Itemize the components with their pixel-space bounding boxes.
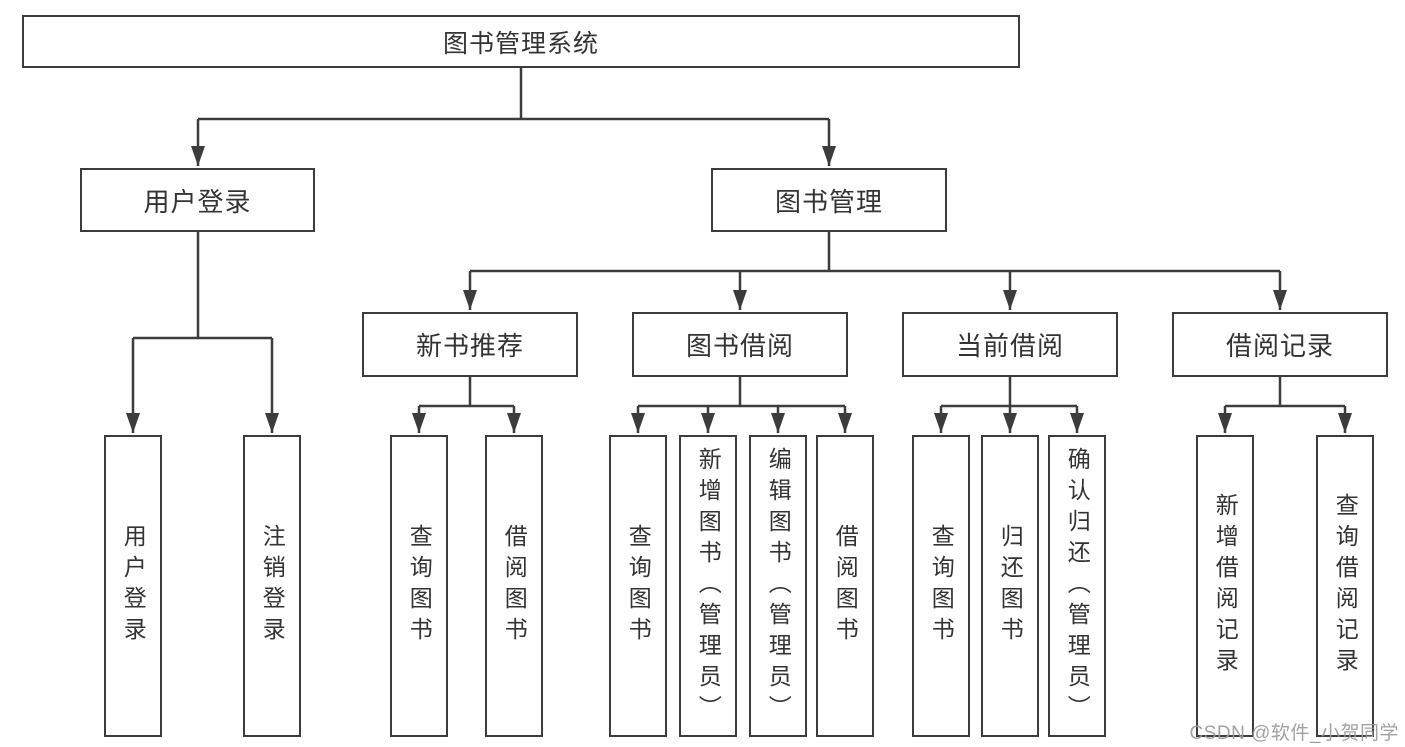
leaf-label: 查询借阅记录: [1332, 493, 1359, 679]
node-label: 图书管理系统: [442, 29, 599, 58]
node-user-login: 用户登录: [80, 168, 315, 232]
leaf-query-borrow-record: 查询借阅记录: [1316, 435, 1374, 737]
node-label: 新书推荐: [415, 331, 524, 361]
leaf-logout: 注销登录: [243, 435, 301, 737]
leaf-borrow-books-recommend: 借阅图书: [485, 435, 543, 737]
node-label: 借阅记录: [1225, 331, 1334, 361]
node-label: 图书管理: [774, 186, 883, 217]
leaf-label: 编辑图书（管理员）: [765, 446, 792, 726]
leaf-label: 用户登录: [120, 524, 147, 648]
leaf-label: 新增借阅记录: [1212, 493, 1239, 679]
node-borrow-records: 借阅记录: [1172, 312, 1388, 377]
node-book-borrow: 图书借阅: [632, 312, 848, 377]
leaf-label: 查询图书: [406, 524, 433, 648]
leaf-label: 注销登录: [259, 524, 286, 648]
leaf-user-login: 用户登录: [104, 435, 162, 737]
leaf-label: 确认归还（管理员）: [1064, 446, 1091, 726]
leaf-label: 归还图书: [997, 524, 1024, 648]
leaf-edit-books-admin: 编辑图书（管理员）: [749, 435, 807, 737]
node-new-book-recommend: 新书推荐: [362, 312, 578, 377]
leaf-borrow-books: 借阅图书: [816, 435, 874, 737]
leaf-label: 新增图书（管理员）: [695, 446, 722, 726]
csdn-watermark: CSDN @软件_小贺同学: [1189, 723, 1399, 744]
node-label: 用户登录: [143, 186, 252, 217]
leaf-label: 查询图书: [625, 524, 652, 648]
leaf-return-books: 归还图书: [981, 435, 1039, 737]
leaf-label: 借阅图书: [501, 524, 528, 648]
node-label: 图书借阅: [685, 331, 794, 361]
node-label: 当前借阅: [955, 331, 1064, 361]
leaf-query-books-borrow: 查询图书: [609, 435, 667, 737]
leaf-label: 查询图书: [928, 524, 955, 648]
node-book-management: 图书管理: [711, 168, 947, 232]
node-current-borrow: 当前借阅: [902, 312, 1118, 377]
leaf-add-borrow-record: 新增借阅记录: [1196, 435, 1254, 737]
leaf-confirm-return-admin: 确认归还（管理员）: [1048, 435, 1106, 737]
leaf-label: 借阅图书: [832, 524, 859, 648]
leaf-query-books-current: 查询图书: [912, 435, 970, 737]
node-library-management-system: 图书管理系统: [22, 15, 1020, 68]
leaf-query-books-recommend: 查询图书: [390, 435, 448, 737]
leaf-add-books-admin: 新增图书（管理员）: [679, 435, 737, 737]
